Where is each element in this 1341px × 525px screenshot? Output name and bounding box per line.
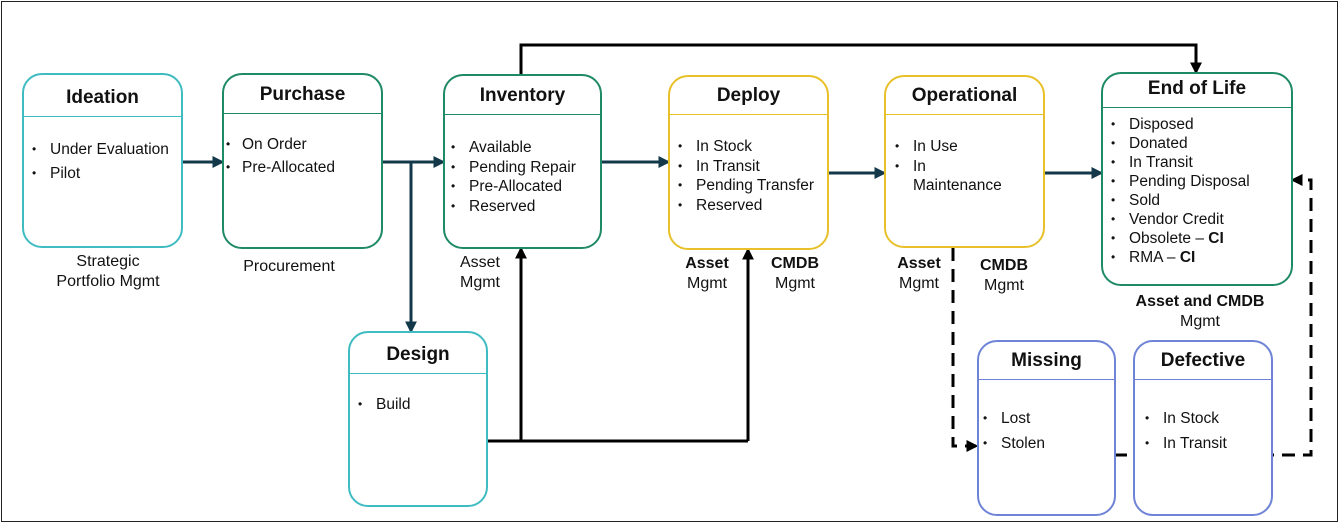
- arrow-operational-missing: [951, 248, 979, 452]
- list-item: In Transit: [1109, 153, 1250, 172]
- node-defective[interactable]: Defective In Stock In Transit: [1133, 340, 1273, 516]
- list-item-text: Obsolete –: [1129, 230, 1209, 247]
- label-line: Mgmt: [775, 275, 815, 292]
- node-operational-title: Operational: [886, 78, 1043, 115]
- label-bold: CMDB: [980, 257, 1028, 274]
- node-purchase-title: Purchase: [224, 77, 381, 114]
- list-item: On Order: [224, 135, 335, 155]
- node-design-title: Design: [350, 337, 486, 374]
- list-item: Sold: [1109, 191, 1250, 210]
- list-item-continuation: Maintenance: [913, 177, 1002, 194]
- node-missing[interactable]: Missing Lost Stolen: [977, 340, 1116, 516]
- label-bold: Asset and CMDB: [1135, 293, 1265, 310]
- node-end-of-life-title: End of Life: [1103, 71, 1291, 108]
- list-item: Pre-Allocated: [449, 177, 576, 197]
- label-line: Mgmt: [1180, 313, 1220, 330]
- node-inventory[interactable]: Inventory Available Pending Repair Pre-A…: [443, 74, 602, 249]
- label-deploy-asset: Asset Mgmt: [668, 254, 746, 294]
- list-item: In Stock: [1143, 406, 1227, 431]
- list-item: Reserved: [449, 197, 576, 217]
- list-item: Pre-Allocated: [224, 158, 335, 178]
- label-deploy-cmdb: CMDB Mgmt: [756, 254, 834, 294]
- list-item: Build: [356, 395, 410, 415]
- label-line: Mgmt: [687, 275, 727, 292]
- list-item: Under Evaluation: [30, 140, 169, 160]
- list-item: Pilot: [30, 164, 169, 184]
- list-item-ci: Obsolete – CI: [1109, 229, 1250, 248]
- list-item: In Stock: [676, 137, 814, 157]
- list-item: Pending Repair: [449, 158, 576, 178]
- node-ideation-title: Ideation: [24, 80, 181, 117]
- list-item: In Use: [893, 137, 1002, 157]
- node-deploy-title: Deploy: [670, 78, 827, 115]
- label-operational-cmdb: CMDB Mgmt: [965, 256, 1043, 296]
- label-bold: CMDB: [771, 255, 819, 272]
- list-item: Donated: [1109, 134, 1250, 153]
- arrow-inventory-eol-loop: [519, 43, 1202, 75]
- list-item: Reserved: [676, 196, 814, 216]
- label-ideation: Strategic Portfolio Mgmt: [18, 252, 198, 292]
- list-item-text: RMA –: [1129, 249, 1180, 266]
- node-deploy[interactable]: Deploy In Stock In Transit Pending Trans…: [668, 75, 829, 250]
- node-purchase[interactable]: Purchase On Order Pre-Allocated: [222, 73, 383, 249]
- label-line: Mgmt: [899, 275, 939, 292]
- node-end-of-life[interactable]: End of Life Disposed Donated In Transit …: [1101, 72, 1293, 286]
- node-inventory-title: Inventory: [445, 78, 600, 115]
- label-line: Asset: [459, 254, 500, 271]
- label-end-of-life: Asset and CMDB Mgmt: [1110, 292, 1290, 332]
- node-operational[interactable]: Operational In Use In Maintenance: [884, 75, 1045, 248]
- ci-tag: CI: [1179, 249, 1196, 266]
- list-item: Lost: [981, 406, 1045, 431]
- list-item: Vendor Credit: [1109, 210, 1250, 229]
- node-ideation[interactable]: Ideation Under Evaluation Pilot: [22, 73, 183, 248]
- ci-tag: CI: [1208, 230, 1224, 247]
- list-item-ci: RMA – CI: [1109, 248, 1250, 267]
- node-design[interactable]: Design Build: [348, 331, 488, 507]
- label-operational-asset: Asset Mgmt: [880, 254, 958, 294]
- list-item: In: [893, 157, 1002, 177]
- label-line: Mgmt: [984, 277, 1024, 294]
- label-line: Strategic: [76, 253, 140, 270]
- list-item: Pending Disposal: [1109, 172, 1250, 191]
- node-missing-title: Missing: [979, 343, 1114, 380]
- label-purchase: Procurement: [243, 258, 335, 275]
- list-item: Available: [449, 138, 576, 158]
- list-item: In Transit: [1143, 431, 1227, 456]
- list-item: In Transit: [676, 157, 814, 177]
- label-inventory: Asset Mgmt: [440, 253, 520, 293]
- label-bold: Asset: [897, 255, 941, 272]
- list-item: Stolen: [981, 431, 1045, 456]
- label-line: Mgmt: [460, 274, 500, 291]
- node-defective-title: Defective: [1135, 343, 1271, 380]
- label-line: Portfolio Mgmt: [56, 273, 160, 290]
- list-item: Disposed: [1109, 115, 1250, 134]
- list-item: Pending Transfer: [676, 176, 814, 196]
- label-bold: Asset: [685, 255, 729, 272]
